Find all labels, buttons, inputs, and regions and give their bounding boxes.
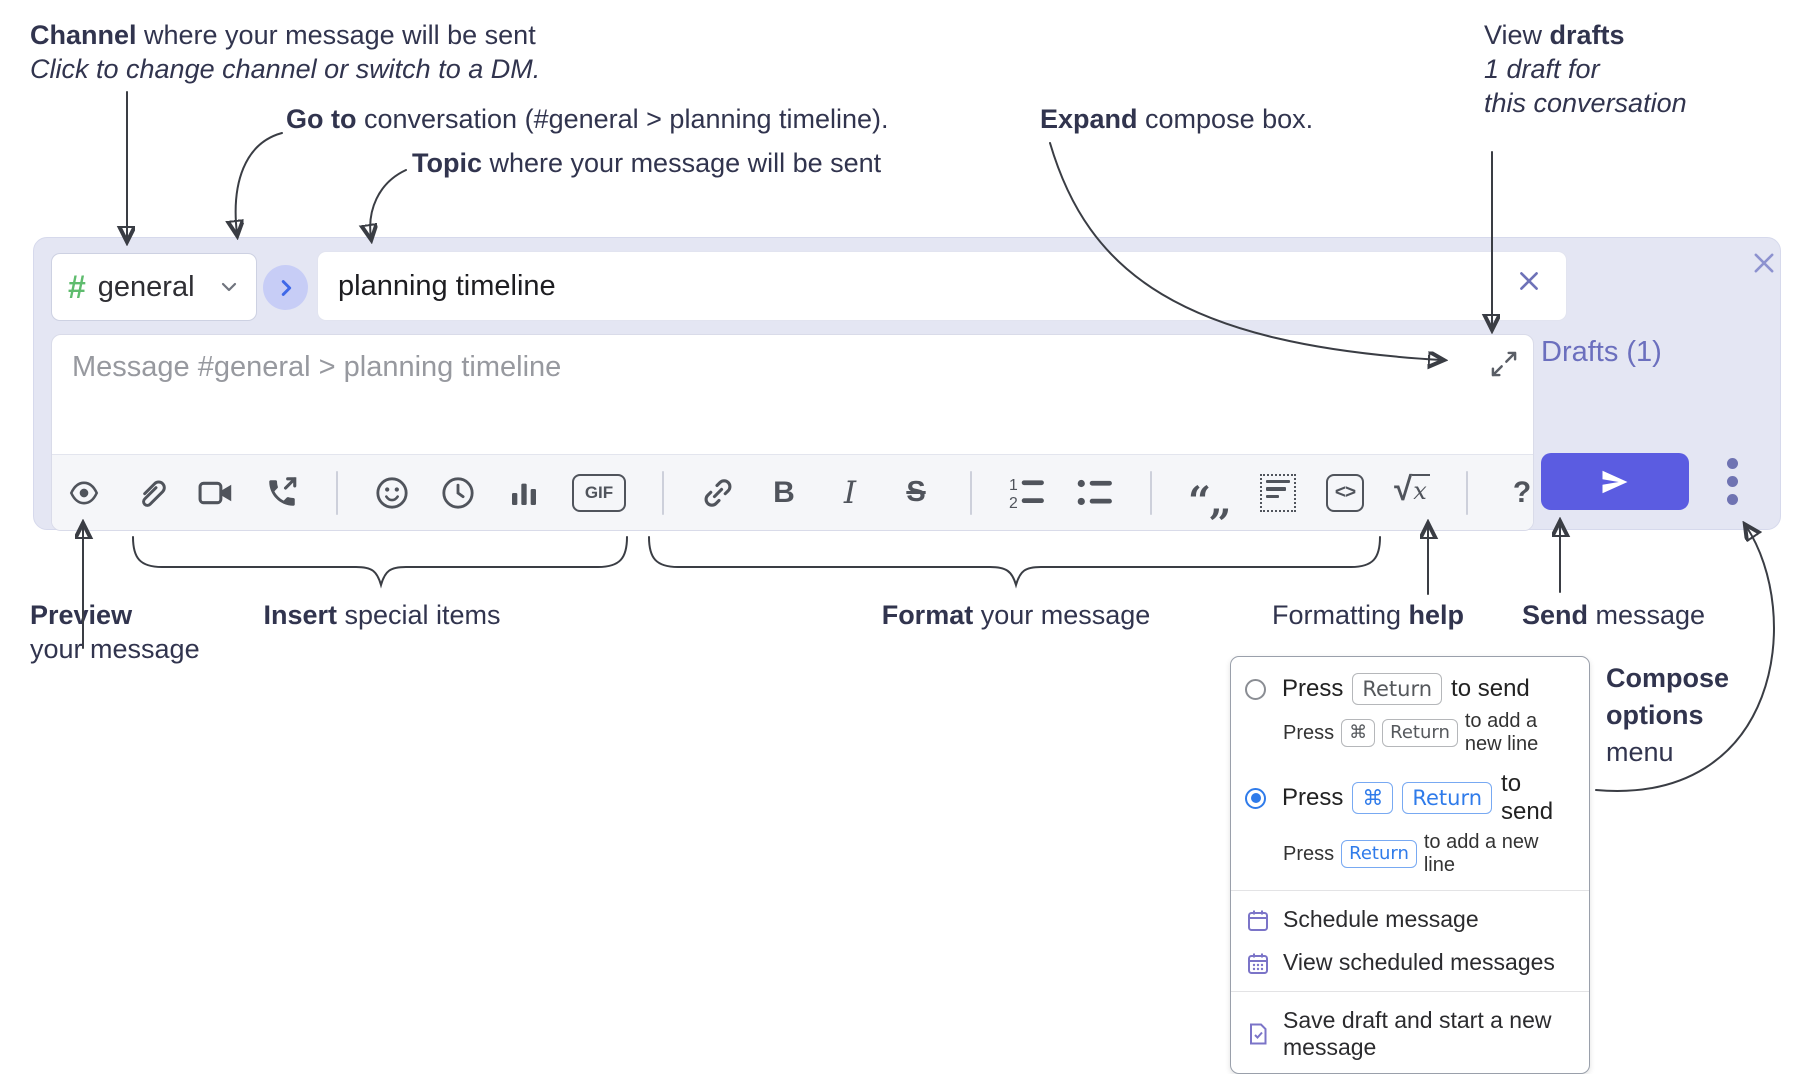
math-x-glyph: x — [1412, 473, 1430, 505]
insert-annotation: Insert special items — [263, 600, 501, 630]
radical-glyph: √ — [1394, 469, 1413, 507]
view-scheduled-messages-item[interactable]: View scheduled messages — [1231, 941, 1589, 984]
kebab-dot — [1726, 494, 1738, 505]
formatting-help-annotation: Formatting help — [1272, 600, 1465, 630]
topic-annotation: Topic where your message will be sent — [412, 148, 882, 178]
option-subtext: Press — [1283, 721, 1335, 744]
clear-topic-icon[interactable] — [1516, 268, 1542, 294]
preview-annotation: Preview your message — [30, 600, 200, 664]
radio-unselected[interactable] — [1245, 678, 1266, 700]
toolbar-divider — [336, 470, 338, 515]
goto-annotation: Go to conversation (#general > planning … — [286, 104, 889, 134]
toolbar-divider — [1150, 470, 1152, 515]
compose-options-menu-button[interactable] — [1710, 453, 1754, 510]
math-latex-icon[interactable]: √ x — [1394, 470, 1430, 516]
send-annotation: Send message — [1522, 600, 1706, 630]
chevron-right-icon — [281, 279, 291, 296]
channel-hash-icon: # — [68, 268, 86, 305]
return-key: Return — [1341, 840, 1417, 868]
option-text: Press — [1282, 675, 1344, 702]
gif-label: GIF — [584, 482, 614, 502]
toolbar-divider — [970, 470, 972, 515]
schedule-time-icon[interactable] — [440, 470, 476, 516]
formatting-help-icon[interactable]: ? — [1512, 475, 1532, 509]
message-editor: GIF B I S 12 “„ <> √ x — [51, 334, 1534, 531]
poll-icon[interactable] — [506, 470, 542, 516]
bulleted-list-icon[interactable] — [1076, 470, 1114, 516]
italic-icon[interactable]: I — [843, 474, 857, 511]
option-text: Press — [1282, 784, 1344, 811]
view-drafts-annotation: View drafts 1 draft for this conversatio… — [1484, 20, 1687, 118]
calendar-icon — [1248, 910, 1268, 931]
option-subtext: to add a new line — [1464, 710, 1539, 755]
channel-selector[interactable]: # general — [51, 253, 257, 321]
message-input[interactable] — [52, 335, 1533, 455]
svg-text:2: 2 — [1009, 494, 1018, 510]
save-draft-item[interactable]: Save draft and start a new message — [1231, 999, 1589, 1073]
cmd-key: ⌘ — [1352, 782, 1394, 814]
send-plane-icon — [1602, 470, 1628, 493]
emoji-icon[interactable] — [374, 470, 410, 516]
cmd-key: ⌘ — [1341, 719, 1376, 747]
compose-options-annotation: Compose options menu — [1606, 663, 1730, 767]
svg-text:1: 1 — [1009, 476, 1018, 493]
strikethrough-icon[interactable]: S — [906, 476, 926, 508]
expand-compose-icon[interactable] — [1490, 350, 1518, 378]
video-call-icon[interactable] — [198, 470, 234, 516]
schedule-message-item[interactable]: Schedule message — [1231, 898, 1589, 941]
compose-options-menu: Press Return to send Press ⌘ Return to a… — [1230, 656, 1590, 1074]
expand-annotation: Expand compose box. — [1040, 104, 1314, 134]
send-button[interactable] — [1541, 453, 1689, 510]
menu-divider — [1231, 890, 1589, 891]
code-glyph: <> — [1334, 481, 1356, 503]
return-key: Return — [1402, 782, 1493, 814]
preview-icon[interactable] — [66, 470, 102, 516]
option-text: to send — [1451, 675, 1530, 702]
radio-selected[interactable] — [1245, 787, 1266, 809]
spoiler-icon[interactable] — [1260, 470, 1297, 516]
toolbar-divider — [1466, 470, 1469, 515]
link-icon[interactable] — [700, 470, 736, 516]
quote-icon[interactable]: “„ — [1188, 477, 1232, 525]
option-text: to send — [1501, 770, 1554, 825]
drafts-link[interactable]: Drafts (1) — [1541, 336, 1662, 368]
toolbar-divider — [662, 470, 664, 515]
voice-call-icon[interactable] — [264, 470, 300, 516]
bold-icon[interactable]: B — [773, 475, 795, 509]
go-to-conversation-button[interactable] — [263, 265, 308, 310]
compose-box: # general — [33, 237, 1781, 531]
attach-file-icon[interactable] — [132, 470, 168, 516]
channel-name: general — [97, 270, 195, 303]
gif-icon[interactable]: GIF — [572, 473, 626, 512]
option-subtext: to add a new line — [1423, 831, 1539, 876]
chevron-down-icon — [221, 282, 237, 292]
calendar-dots-icon — [1248, 953, 1268, 974]
option-return-to-send[interactable]: Press Return to send Press ⌘ Return to a… — [1231, 665, 1589, 762]
code-icon[interactable]: <> — [1326, 473, 1365, 512]
option-subtext: Press — [1283, 842, 1335, 865]
menu-item-label: Schedule message — [1283, 906, 1479, 932]
return-key: Return — [1382, 719, 1458, 747]
topic-input[interactable] — [317, 251, 1567, 321]
format-annotation: Format your message — [881, 600, 1151, 630]
menu-item-label: View scheduled messages — [1283, 949, 1555, 975]
menu-item-label: Save draft and start a new message — [1283, 1007, 1552, 1060]
menu-divider — [1231, 991, 1589, 992]
spoiler-box — [1260, 473, 1297, 512]
kebab-dot — [1726, 476, 1738, 487]
channel-annotation: Channel where your message will be sent … — [30, 20, 541, 84]
draft-check-icon — [1250, 1023, 1267, 1045]
close-compose-icon[interactable] — [1750, 249, 1778, 277]
return-key: Return — [1352, 673, 1443, 705]
option-cmd-return-to-send[interactable]: Press ⌘ Return to send Press Return to a… — [1231, 762, 1589, 883]
kebab-dot — [1726, 458, 1738, 469]
